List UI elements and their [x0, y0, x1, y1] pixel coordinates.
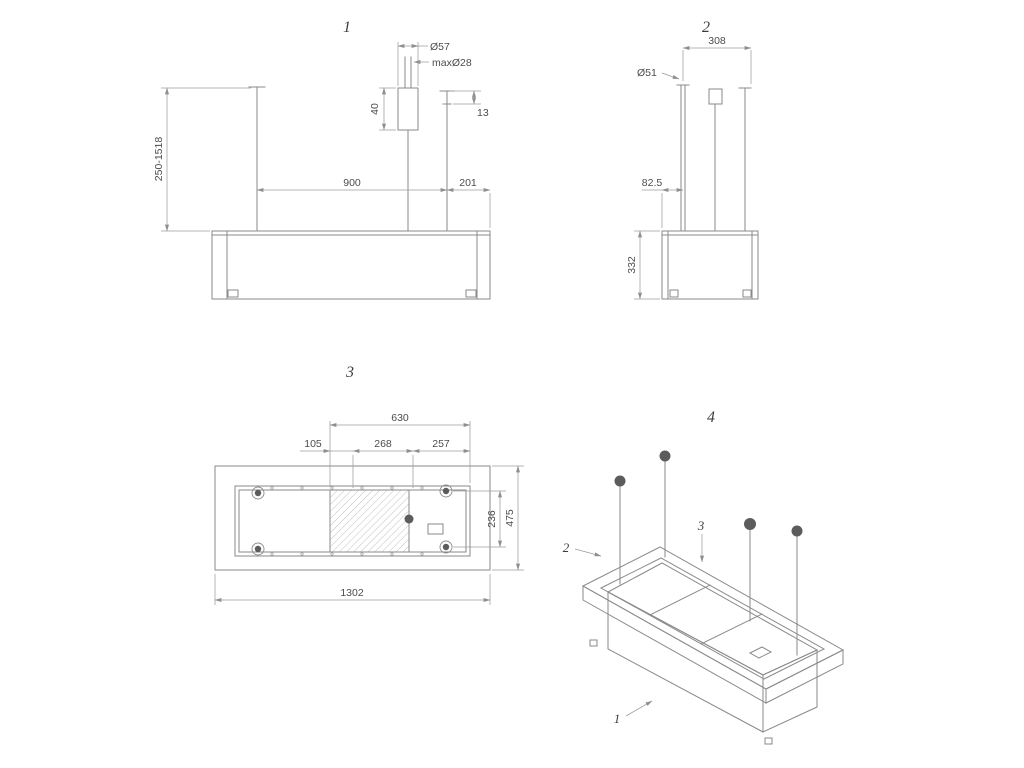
callout-3-label: 3	[697, 518, 705, 533]
iso-ceiling-mount-4	[791, 525, 803, 537]
side-right-clamp	[742, 289, 752, 298]
iso-cables	[614, 450, 803, 656]
view-front-number: 1	[343, 19, 351, 36]
iso-left-foot	[589, 639, 598, 647]
iso-glass-left-face	[582, 585, 767, 704]
dim-height-range: 250-1518	[153, 87, 251, 232]
view-front: 1	[153, 19, 491, 300]
iso-glass-top	[581, 546, 845, 690]
dim-body-height: 332	[626, 230, 660, 300]
dim-body-height-label: 332	[626, 256, 638, 274]
plan-screw-marks	[270, 486, 424, 556]
front-ceiling-mount	[397, 56, 419, 232]
dim-flange-height: 40	[369, 87, 396, 131]
dim-edge-offset: 82.5	[642, 177, 684, 228]
plan-cable-gland	[404, 514, 414, 524]
dim-inner-span-label: 630	[391, 412, 409, 424]
iso-hood-body	[589, 557, 826, 745]
iso-glass-right-face	[765, 649, 844, 704]
dim-segment-a-label: 105	[304, 438, 322, 450]
callout-3: 3	[697, 518, 705, 563]
dim-inner-span: 630	[329, 412, 471, 487]
callout-2: 2	[563, 540, 602, 557]
view-side-number: 2	[702, 19, 710, 36]
plan-mount-bottom-left	[254, 545, 262, 553]
dim-max-pipe-diameter: maxØ28	[413, 57, 472, 69]
dim-side-span-label: 308	[708, 35, 726, 47]
front-right-clamp	[465, 289, 477, 298]
front-hood-body	[211, 230, 491, 300]
dim-edge-offset-label: 82.5	[642, 177, 663, 189]
iso-right-foot	[764, 737, 773, 745]
plan-dimensions: 630 105 268 257 236	[214, 412, 524, 605]
dim-segment-c-label: 257	[432, 438, 450, 450]
front-flange	[397, 87, 419, 131]
dim-chain: 105 268 257	[300, 438, 471, 488]
dim-overall-length-label: 1302	[340, 587, 364, 599]
iso-body-right-face	[762, 649, 818, 733]
dim-cable-diameter-label: Ø51	[637, 67, 657, 79]
iso-ceiling-mount-3	[744, 518, 756, 530]
dim-suspension-span-label: 900	[343, 177, 361, 189]
dim-mount-spacing-label: 236	[486, 510, 498, 528]
iso-callouts: 2 3 1	[563, 518, 705, 726]
plan-mount-top-left	[254, 489, 262, 497]
callout-1: 1	[614, 700, 653, 726]
view-plan-number: 3	[345, 364, 354, 381]
dim-flange-diameter-label: Ø57	[430, 41, 450, 53]
plan-filter-hatch	[329, 489, 410, 553]
dim-bracket-offset: 13	[450, 90, 489, 119]
dim-flange-height-label: 40	[369, 103, 381, 115]
dim-side-offset: 201	[446, 177, 491, 228]
view-iso: 4	[563, 409, 845, 745]
plan-mount-top-right	[442, 487, 450, 495]
dim-panel-width-label: 475	[504, 509, 516, 527]
view-plan: 3 6	[214, 364, 524, 605]
front-body-outline	[211, 230, 491, 300]
dim-max-pipe-label: maxØ28	[432, 57, 472, 69]
callout-1-label: 1	[614, 711, 621, 726]
iso-glass-panel	[581, 546, 845, 704]
plan-junction-box	[427, 523, 444, 535]
dim-overall-length: 1302	[214, 574, 491, 605]
plan-glass-outline	[214, 465, 491, 571]
dim-cable-diameter: Ø51	[637, 67, 680, 80]
plan-mount-points	[251, 484, 453, 556]
side-hood-body	[661, 230, 759, 300]
plan-panels	[214, 465, 491, 571]
dim-side-span: 308	[682, 35, 752, 84]
view-side: 2 308	[626, 19, 759, 300]
view-iso-number: 4	[707, 409, 715, 426]
front-left-clamp	[227, 289, 239, 298]
front-suspension-cables	[248, 86, 455, 232]
dim-height-range-label: 250-1518	[153, 137, 165, 182]
callout-2-label: 2	[563, 540, 570, 555]
iso-tray-inner	[606, 562, 819, 676]
plan-mount-bottom-right	[442, 543, 450, 551]
iso-junction-box	[748, 646, 773, 659]
plan-body-outline	[234, 485, 471, 557]
iso-ceiling-mount-2	[659, 450, 671, 462]
side-center-mount	[708, 88, 723, 105]
dim-mount-spacing: 236	[453, 490, 506, 548]
dim-panel-width: 475	[492, 465, 524, 571]
dim-segment-b-label: 268	[374, 438, 392, 450]
front-dimensions: Ø57 maxØ28 40 13	[153, 41, 491, 232]
dim-side-offset-label: 201	[459, 177, 477, 189]
side-body-outline	[661, 230, 759, 300]
side-dimensions: 308 Ø51 82.5 332	[626, 35, 752, 300]
side-left-clamp	[669, 289, 679, 298]
iso-ceiling-mount-1	[614, 475, 626, 487]
dim-bracket-offset-label: 13	[477, 107, 489, 119]
side-suspension	[676, 84, 752, 232]
iso-tray-rim	[599, 557, 826, 680]
dim-suspension-span: 900	[256, 177, 448, 193]
